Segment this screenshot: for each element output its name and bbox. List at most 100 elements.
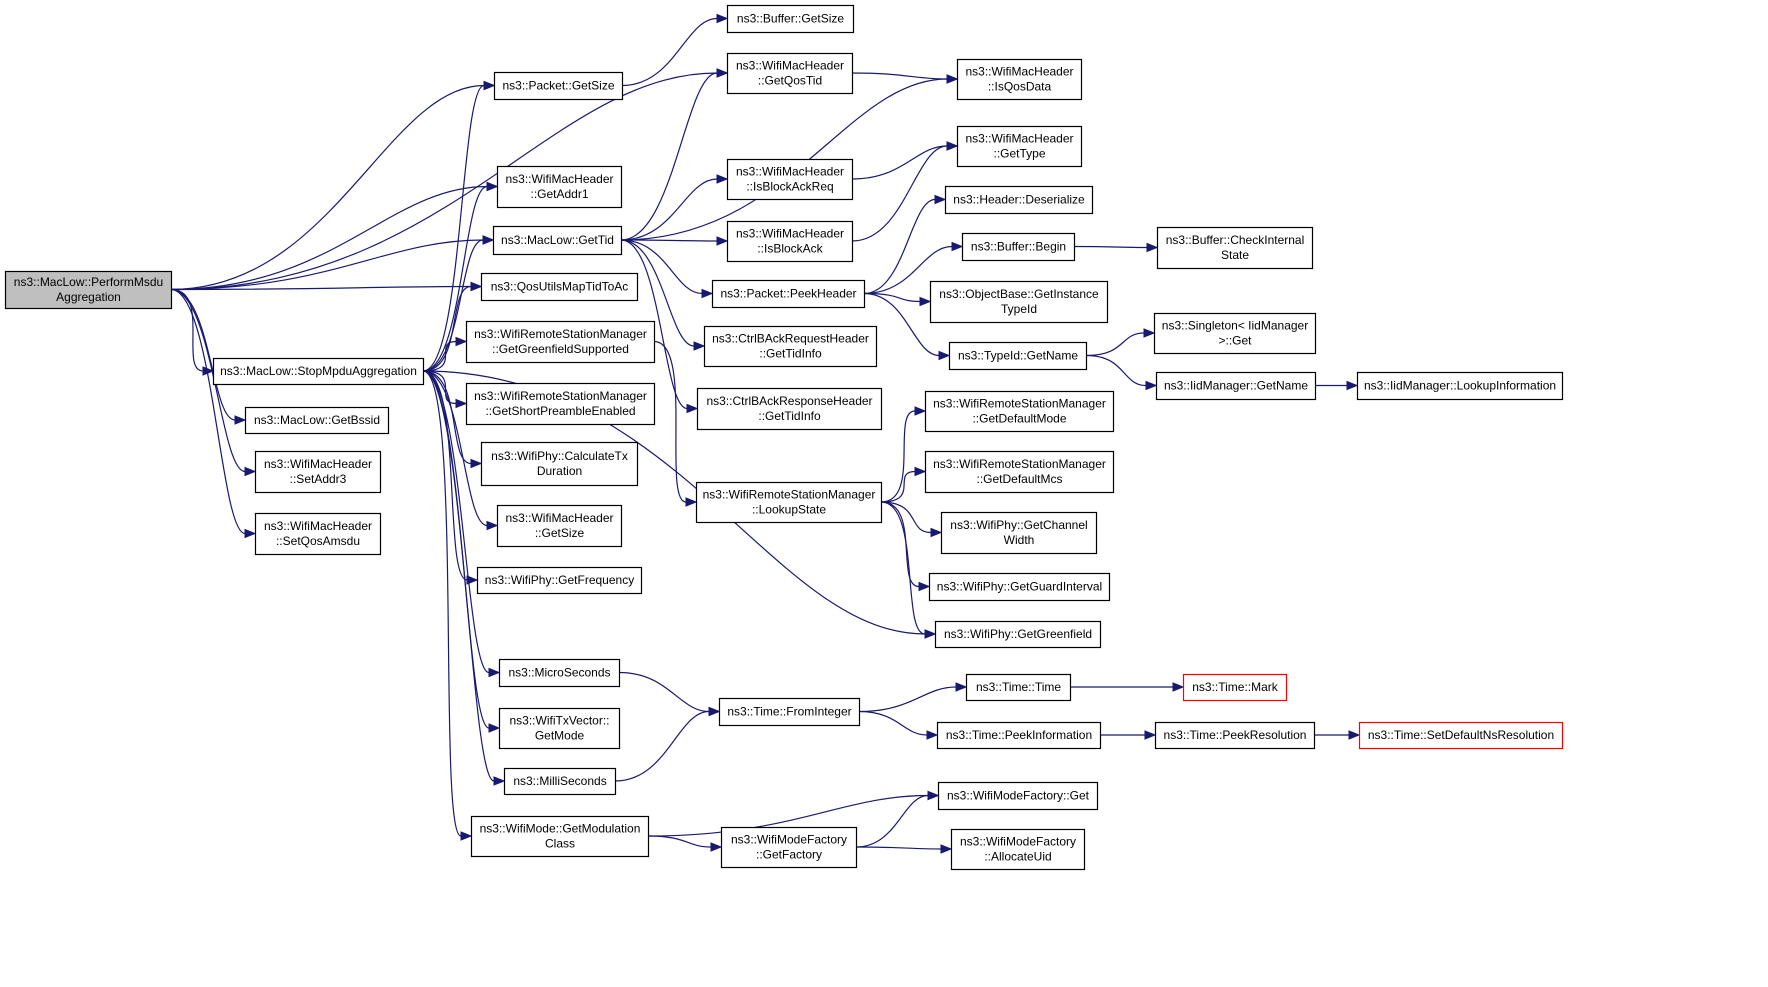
node-label: ::SetQosAmsdu (276, 534, 360, 548)
edge-line (1085, 354, 1147, 387)
node-ns3-typeid-getname[interactable]: ns3::TypeId::GetName (948, 341, 1088, 371)
node-ns3-wifimacheader-getaddr1[interactable]: ns3::WifiMacHeader::GetAddr1 (496, 165, 623, 209)
edge-arrowhead (710, 842, 723, 852)
node-label: >::Get (1218, 334, 1252, 348)
node-ns3-iidmanager-getname[interactable]: ns3::IidManager::GetName (1155, 371, 1317, 401)
node-label: ns3::WifiModeFactory (960, 835, 1076, 849)
node-ns3-maclow-stopmpduaggregation[interactable]: ns3::MacLow::StopMpduAggregation (212, 357, 425, 386)
edge-arrowhead (716, 13, 729, 24)
node-ns3-wifiremotestationmanager-getdefaultmode[interactable]: ns3::WifiRemoteStationManager::GetDefaul… (924, 390, 1115, 433)
node-ns3-maclow-gettid[interactable]: ns3::MacLow::GetTid (492, 225, 623, 256)
node-box (476, 566, 643, 595)
node-ns3-wifimacheader-isqosdata[interactable]: ns3::WifiMacHeader::IsQosData (956, 58, 1083, 101)
node-ns3-time-frominteger[interactable]: ns3::Time::FromInteger (718, 697, 861, 727)
node-label: ::LookupState (752, 503, 826, 517)
node-label: ns3::Time::PeekInformation (946, 728, 1092, 742)
node-label: ns3::Time::Time (976, 680, 1061, 694)
node-ns3-singleton-iidmanager-get[interactable]: ns3::Singleton< IidManager>::Get (1153, 312, 1317, 355)
node-label: ns3::WifiRemoteStationManager (703, 488, 876, 502)
edge-line (614, 710, 710, 782)
node-box (1155, 371, 1317, 401)
node-label: ns3::WifiPhy::GetGreenfield (944, 627, 1092, 641)
node-ns3-time-time[interactable]: ns3::Time::Time (965, 673, 1072, 702)
node-ns3-time-setdefaultnsresolution[interactable]: ns3::Time::SetDefaultNsResolution (1358, 721, 1564, 750)
node-label: ::AllocateUid (984, 850, 1051, 864)
node-label: ns3::WifiRemoteStationManager (474, 327, 647, 341)
edge-n3-to-n4 (851, 72, 959, 84)
edge-n20-to-n27 (422, 370, 483, 469)
edge-n0-to-n33 (170, 288, 257, 539)
node-ns3-wifiremotestationmanager-lookupstate[interactable]: ns3::WifiRemoteStationManager::LookupSta… (695, 481, 883, 524)
node-ns3-wifimacheader-gettype[interactable]: ns3::WifiMacHeader::GetType (956, 125, 1083, 168)
node-box (496, 165, 623, 209)
node-ns3-milliseconds[interactable]: ns3::MilliSeconds (503, 767, 617, 796)
edge-line (863, 292, 921, 303)
node-ns3-wifimacheader-getsize[interactable]: ns3::WifiMacHeader::GetSize (496, 504, 623, 548)
node-ns3-qosutilsmaptidtoac[interactable]: ns3::QosUtilsMapTidToAc (480, 272, 639, 302)
edge-line (858, 686, 957, 713)
node-ns3-buffer-begin[interactable]: ns3::Buffer::Begin (961, 232, 1076, 262)
edge-line (170, 84, 485, 291)
node-ns3-time-peekresolution[interactable]: ns3::Time::PeekResolution (1154, 721, 1316, 750)
node-label: ::IsBlockAckReq (746, 180, 833, 194)
edge-arrowhead (693, 341, 706, 351)
node-ns3-wifimodefactory-getfactory[interactable]: ns3::WifiModeFactory::GetFactory (720, 826, 858, 869)
node-label: ::IsBlockAck (757, 242, 823, 256)
node-ns3-buffer-getsize[interactable]: ns3::Buffer::GetSize (726, 4, 855, 34)
node-ns3-wifiremotestationmanager-getdefaultmcs[interactable]: ns3::WifiRemoteStationManager::GetDefaul… (924, 450, 1115, 494)
edge-line (170, 288, 204, 372)
node-ns3-wifimodefactory-allocateuid[interactable]: ns3::WifiModeFactory::AllocateUid (950, 828, 1086, 871)
node-box (726, 52, 854, 95)
node-ns3-header-deserialize[interactable]: ns3::Header::Deserialize (944, 185, 1094, 215)
edge-line (422, 370, 462, 837)
node-box (465, 320, 656, 364)
node-ns3-wifimacheader-isblockackreq[interactable]: ns3::WifiMacHeader::IsBlockAckReq (726, 158, 854, 201)
node-ns3-wifiphy-getfrequency[interactable]: ns3::WifiPhy::GetFrequency (476, 566, 643, 595)
node-box (492, 225, 623, 256)
edge-line (620, 239, 718, 242)
edge-arrowhead (708, 706, 721, 717)
edge-n20-to-n13 (422, 281, 483, 372)
edge-arrowhead (686, 403, 699, 414)
node-ns3-time-mark[interactable]: ns3::Time::Mark (1182, 673, 1288, 702)
node-ns3-wifitxvector-getmode[interactable]: ns3::WifiTxVector::GetMode (498, 707, 621, 750)
node-ns3-wifimacheader-setaddr3[interactable]: ns3::WifiMacHeader::SetAddr3 (254, 450, 382, 494)
edge-line (170, 185, 488, 291)
node-ns3-wifimodefactory-get[interactable]: ns3::WifiModeFactory::Get (937, 781, 1099, 811)
node-ns3-wifiremotestationmanager-getshortpreambleenabled[interactable]: ns3::WifiRemoteStationManager::GetShortP… (465, 382, 656, 426)
edge-n14-to-n8 (863, 194, 947, 295)
edge-line (855, 794, 929, 848)
node-ns3-microseconds[interactable]: ns3::MicroSeconds (498, 658, 621, 688)
node-ns3-ctrlbackrequestheader-gettidinfo[interactable]: ns3::CtrlBAckRequestHeader::GetTidInfo (703, 325, 878, 368)
node-ns3-packet-peekheader[interactable]: ns3::Packet::PeekHeader (711, 279, 866, 309)
node-label: ns3::MacLow::PerformMsdu (14, 275, 163, 289)
node-ns3-maclow-getbssid[interactable]: ns3::MacLow::GetBssid (244, 406, 390, 435)
node-ns3-ctrlbackresponseheader-gettidinfo[interactable]: ns3::CtrlBAckResponseHeader::GetTidInfo (696, 387, 883, 431)
edge-arrowhead (946, 141, 959, 151)
node-ns3-wifimacheader-getqostid[interactable]: ns3::WifiMacHeader::GetQosTid (726, 52, 854, 95)
edge-line (170, 285, 472, 291)
node-box (956, 58, 1083, 101)
node-ns3-iidmanager-lookupinformation[interactable]: ns3::IidManager::LookupInformation (1356, 371, 1564, 401)
edge-line (851, 145, 948, 180)
node-label: ::GetShortPreambleEnabled (485, 404, 635, 418)
node-label: ns3::WifiMacHeader (505, 511, 613, 525)
node-ns3-wifimacheader-setqosamsdu[interactable]: ns3::WifiMacHeader::SetQosAmsdu (254, 512, 382, 556)
node-label: ns3::WifiPhy::GetFrequency (485, 573, 634, 587)
node-ns3-time-peekinformation[interactable]: ns3::Time::PeekInformation (936, 721, 1102, 750)
node-ns3-wifiphy-getgreenfield[interactable]: ns3::WifiPhy::GetGreenfield (934, 620, 1102, 649)
edge-n37-to-n40 (618, 671, 721, 717)
edge-arrowhead (716, 68, 729, 78)
node-box (1153, 312, 1317, 355)
edge-n20-to-n45 (422, 370, 506, 786)
node-ns3-wifimacheader-isblockack[interactable]: ns3::WifiMacHeader::IsBlockAck (726, 220, 854, 263)
node-ns3-wifiphy-getguardinterval[interactable]: ns3::WifiPhy::GetGuardInterval (928, 572, 1111, 602)
node-ns3-packet-getsize[interactable]: ns3::Packet::GetSize (493, 71, 624, 101)
node-ns3-wifiremotestationmanager-getgreenfieldsupported[interactable]: ns3::WifiRemoteStationManager::GetGreenf… (465, 320, 656, 364)
